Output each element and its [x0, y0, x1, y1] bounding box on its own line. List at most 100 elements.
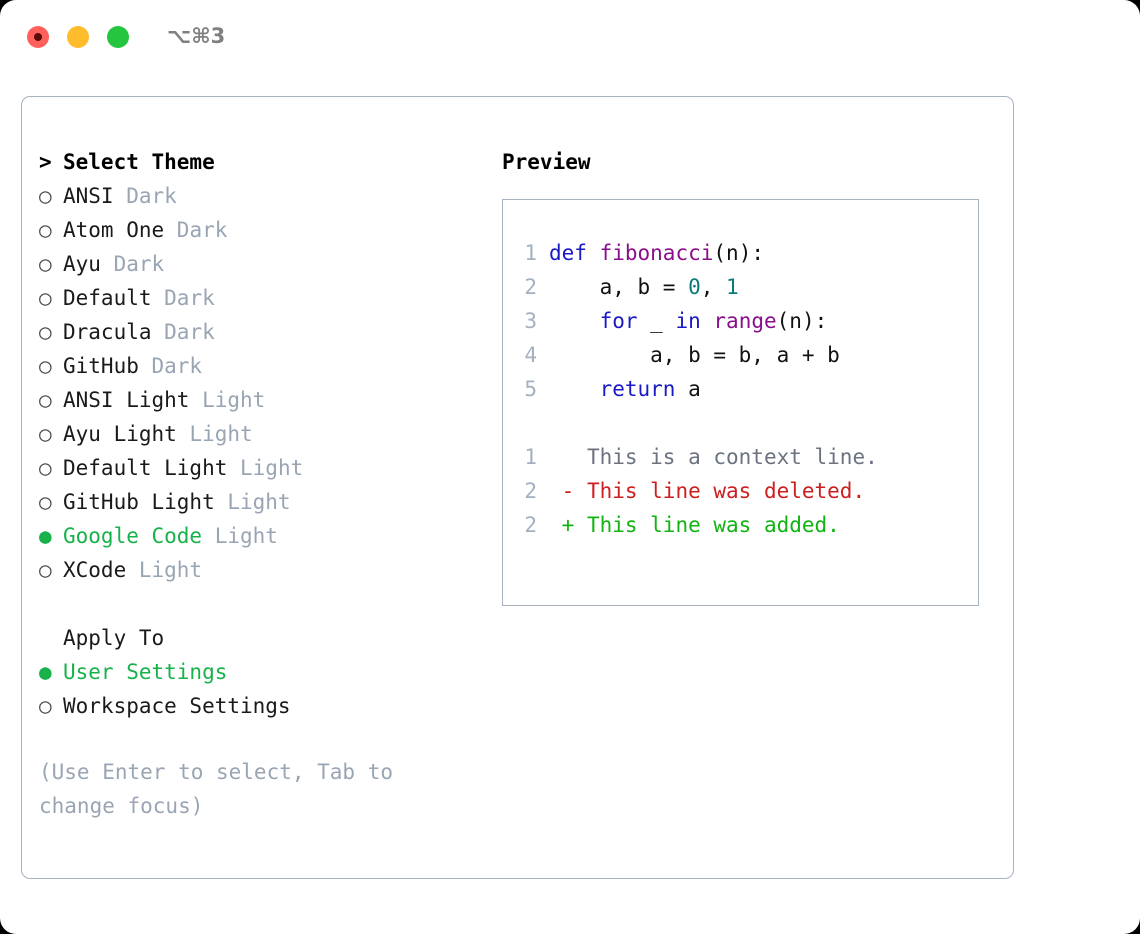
radio-unselected-icon[interactable]: ○ [39, 184, 52, 208]
diff-line: 2 - This line was deleted. [503, 474, 978, 508]
theme-kind-badge: Light [227, 456, 304, 480]
theme-kind-badge: Light [214, 490, 291, 514]
diff-line-text: This line was added. [586, 513, 840, 537]
theme-picker-column: > Select Theme ○ANSI Dark○Atom One Dark○… [39, 145, 479, 823]
theme-list-item[interactable]: ○Atom One Dark [39, 213, 479, 247]
radio-unselected-icon[interactable]: ○ [39, 490, 52, 514]
theme-name: Dracula [63, 320, 152, 344]
code-token: range [713, 309, 777, 333]
radio-selected-icon[interactable]: ● [39, 524, 52, 548]
minimize-button[interactable] [67, 26, 89, 48]
theme-list-item[interactable]: ○ ANSI Dark [39, 179, 479, 213]
code-token: ( [713, 241, 727, 265]
window-controls [27, 26, 129, 48]
apply-to-label: Apply To [63, 626, 165, 650]
line-number: 4 [524, 343, 537, 367]
radio-unselected-icon[interactable]: ○ [39, 354, 52, 378]
apply-to-option-label: Workspace Settings [63, 694, 291, 718]
code-line: 1 def fibonacci(n): [503, 236, 978, 270]
page-title: Select Theme [63, 150, 215, 174]
code-token [701, 309, 714, 333]
code-line-text: def fibonacci(n): [549, 236, 764, 270]
list-spacer [39, 587, 479, 621]
theme-list-item[interactable]: ○ANSI Light Light [39, 383, 479, 417]
theme-name: Ayu [63, 252, 101, 276]
theme-kind-badge: Dark [138, 354, 203, 378]
line-number: 3 [524, 309, 537, 333]
code-diff-gap [503, 406, 978, 440]
theme-list-item[interactable]: ○ Ayu Dark [39, 247, 479, 281]
keyboard-shortcut-label: ⌥⌘3 [167, 24, 226, 48]
main-panel: > Select Theme ○ANSI Dark○Atom One Dark○… [21, 96, 1014, 879]
diff-marker: + [549, 513, 587, 537]
radio-unselected-icon[interactable]: ○ [39, 694, 52, 718]
line-number: 2 [524, 513, 537, 537]
prompt-caret-icon: > [39, 150, 52, 174]
apply-to-header: Apply To [39, 621, 479, 655]
code-line-text: a, b = 0, 1 [549, 270, 739, 304]
radio-selected-icon[interactable]: ● [39, 660, 52, 684]
line-number: 1 [524, 241, 537, 265]
keyboard-hint: (Use Enter to select, Tab to change focu… [39, 760, 406, 818]
diff-marker [549, 440, 587, 474]
radio-unselected-icon[interactable]: ○ [39, 286, 52, 310]
code-token: n [789, 309, 802, 333]
theme-list-item[interactable]: ○Default Light Light [39, 451, 479, 485]
theme-kind-badge: Light [189, 388, 266, 412]
code-token: 1 [726, 275, 739, 299]
diff-sample: 1 This is a context line.2 - This line w… [503, 440, 978, 542]
radio-unselected-icon[interactable]: ○ [39, 558, 52, 582]
code-token: a, b = [549, 275, 689, 299]
line-number: 5 [524, 377, 537, 401]
radio-unselected-icon[interactable]: ○ [39, 218, 52, 242]
close-button[interactable] [27, 26, 49, 48]
radio-unselected-icon[interactable]: ○ [39, 252, 52, 276]
code-token [587, 241, 600, 265]
theme-name: Google Code [63, 524, 203, 548]
code-token: return [599, 377, 676, 401]
code-token [549, 309, 600, 333]
theme-name: GitHub [63, 354, 139, 378]
maximize-button[interactable] [107, 26, 129, 48]
diff-line: 1 This is a context line. [503, 440, 978, 474]
theme-name: ANSI [63, 184, 114, 208]
title-bar: ⌥⌘3 [0, 0, 1140, 76]
theme-list-item[interactable]: ○ GitHub Light Light [39, 485, 479, 519]
code-line: 4 a, b = b, a + b [503, 338, 978, 372]
code-token: in [675, 309, 701, 333]
apply-to-indent [39, 621, 63, 655]
theme-list-item[interactable]: ○ GitHub Dark [39, 349, 479, 383]
theme-name: GitHub Light [63, 490, 215, 514]
code-token: for [599, 309, 638, 333]
theme-kind-badge: Light [126, 558, 203, 582]
radio-unselected-icon[interactable]: ○ [39, 456, 52, 480]
theme-kind-badge: Dark [100, 252, 165, 276]
code-token: 0 [688, 275, 701, 299]
theme-kind-badge: Light [202, 524, 278, 548]
code-line-text: for _ in range(n): [549, 304, 828, 338]
theme-list-item[interactable]: ○Dracula Dark [39, 315, 479, 349]
radio-unselected-icon[interactable]: ○ [39, 388, 52, 412]
theme-name: Ayu Light [63, 422, 177, 446]
theme-list-item[interactable]: ○XCode Light [39, 553, 479, 587]
theme-list-item[interactable]: ● Google Code Light [39, 519, 479, 553]
code-line: 3 for _ in range(n): [503, 304, 978, 338]
theme-kind-badge: Dark [113, 184, 177, 208]
apply-to-option[interactable]: ○ Workspace Settings [39, 689, 479, 723]
code-token: n [726, 241, 739, 265]
code-line: 5 return a [503, 372, 978, 406]
code-token: ( [776, 309, 790, 333]
radio-unselected-icon[interactable]: ○ [39, 422, 52, 446]
line-number: 1 [524, 445, 537, 469]
code-token: a [675, 377, 701, 401]
theme-list-item[interactable]: ○Default Dark [39, 281, 479, 315]
radio-unselected-icon[interactable]: ○ [39, 320, 52, 344]
theme-kind-badge: Dark [151, 286, 215, 310]
apply-to-option[interactable]: ● User Settings [39, 655, 479, 689]
theme-list-item[interactable]: ○Ayu Light Light [39, 417, 479, 451]
code-token: fibonacci [599, 241, 714, 265]
apply-to-option-label: User Settings [63, 660, 228, 684]
